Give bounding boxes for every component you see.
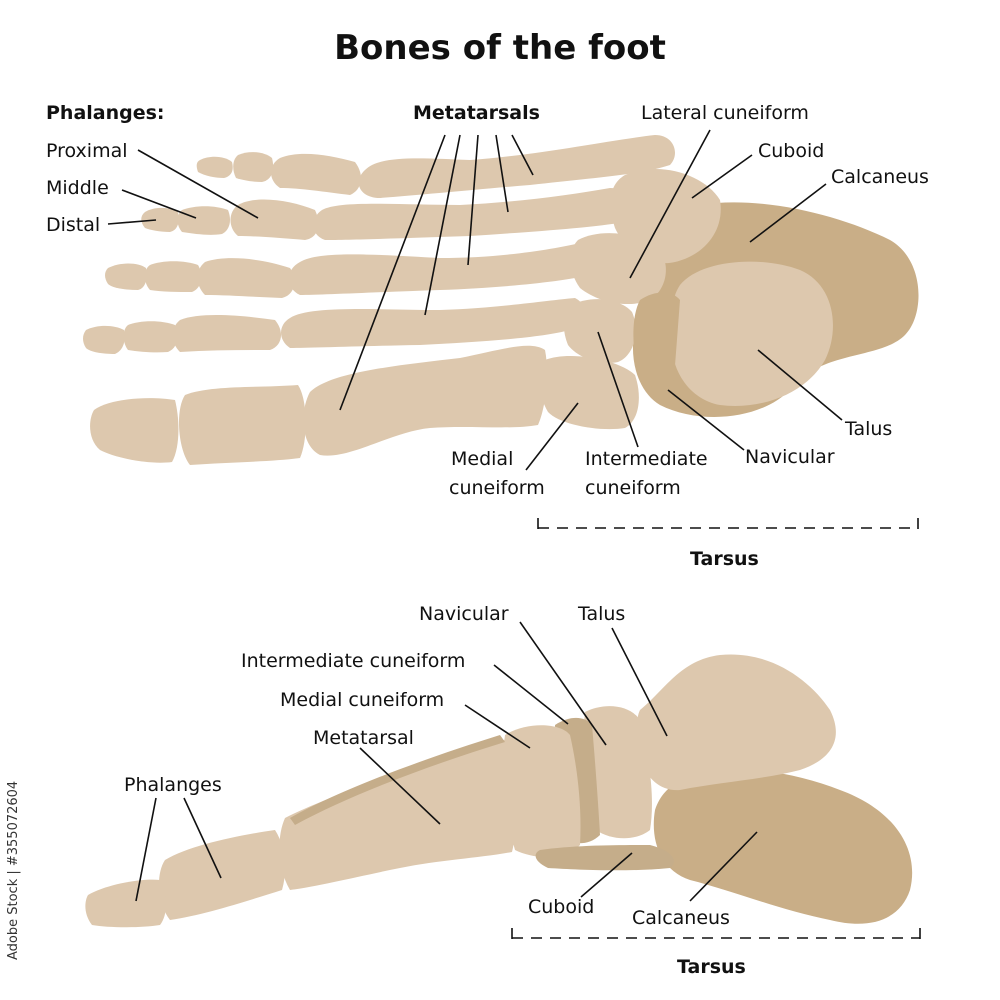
metatarsal-3 — [288, 242, 601, 295]
line-proximal — [137, 149, 259, 219]
metatarsal-side-shadow — [290, 735, 505, 825]
line-medial-top — [525, 402, 579, 471]
label-navicular-side: Navicular — [419, 603, 509, 625]
label-cuboid-side: Cuboid — [528, 896, 595, 918]
line-metatarsal-e — [511, 134, 534, 176]
proximal-phalanx-3 — [197, 258, 295, 298]
line-intermediate-top — [597, 331, 639, 448]
line-calcaneus-top — [749, 183, 827, 243]
distal-phalanx-4 — [141, 207, 179, 232]
stock-id-text: Adobe Stock | #355072604 — [6, 780, 21, 960]
line-metatarsal-d — [495, 134, 509, 213]
label-tarsus-side: Tarsus — [677, 956, 746, 978]
label-middle: Middle — [46, 177, 109, 199]
line-phalanges-a — [135, 797, 157, 902]
top-view-bones — [83, 135, 919, 465]
line-navicular-top — [667, 389, 745, 451]
label-intermediate-cuneiform-side: Intermediate cuneiform — [241, 650, 466, 672]
cuboid-side — [535, 845, 674, 871]
page-title: Bones of the foot — [334, 28, 666, 68]
label-medial-cuneiform-side: Medial cuneiform — [280, 689, 445, 711]
proximal-phalanx-4 — [230, 199, 319, 240]
proximal-phalanx-2 — [172, 315, 282, 352]
label-navicular-top: Navicular — [745, 446, 835, 468]
label-calcaneus-top: Calcaneus — [831, 166, 929, 188]
proximal-phalanx-5 — [271, 153, 362, 195]
middle-phalanx-2 — [123, 321, 178, 353]
label-distal: Distal — [46, 214, 101, 236]
line-medial-side — [464, 704, 531, 749]
line-metatarsal-c — [467, 134, 479, 266]
stock-watermark-id: Adobe Stock | #355072604 — [2, 760, 28, 960]
calcaneus-side — [653, 769, 913, 924]
line-talus-side — [611, 627, 668, 737]
middle-phalanx-4 — [177, 206, 230, 235]
talus-top — [671, 261, 833, 406]
line-calcaneus-side — [689, 831, 758, 902]
line-phalanges-b — [183, 797, 222, 879]
metatarsal-1 — [303, 345, 548, 456]
medial-cuneiform-side — [503, 725, 581, 857]
leader-lines — [107, 129, 921, 939]
label-metatarsals: Metatarsals — [413, 102, 540, 124]
label-tarsus-top: Tarsus — [690, 548, 759, 570]
distal-phalanx-3 — [105, 263, 147, 290]
line-metatarsal-side — [359, 747, 441, 825]
side-view-bones — [85, 654, 913, 928]
line-distal — [107, 219, 157, 225]
label-intermediate-cuneiform-2: cuneiform — [585, 477, 681, 499]
proximal-phalanx-1 — [178, 385, 306, 465]
line-cuboid-top — [691, 154, 753, 199]
line-middle — [121, 189, 197, 219]
distal-phalanx-side — [85, 879, 166, 928]
label-medial-cuneiform-1: Medial — [451, 448, 514, 470]
proximal-phalanx-side — [158, 830, 286, 920]
navicular-top — [633, 292, 680, 405]
label-intermediate-cuneiform-1: Intermediate — [585, 448, 708, 470]
label-talus-side: Talus — [578, 603, 626, 625]
metatarsal-side — [279, 739, 516, 890]
line-cuboid-side — [580, 852, 633, 898]
line-metatarsal-a — [339, 134, 446, 411]
medial-cuneiform-top — [538, 355, 639, 430]
distal-phalanx-5 — [196, 156, 233, 178]
line-navicular-side — [519, 621, 607, 746]
middle-phalanx-5 — [233, 152, 274, 182]
metatarsal-4 — [313, 188, 634, 240]
navicular-side — [583, 706, 652, 839]
line-intermediate-side — [493, 664, 569, 725]
label-proximal: Proximal — [46, 140, 128, 162]
label-calcaneus-side: Calcaneus — [632, 907, 730, 929]
label-phalanges-heading: Phalanges: — [46, 102, 165, 124]
label-medial-cuneiform-2: cuneiform — [449, 477, 545, 499]
line-talus-top — [757, 349, 843, 421]
label-talus-top: Talus — [845, 418, 893, 440]
line-lateral-cuneiform — [629, 129, 711, 279]
label-phalanges-side: Phalanges — [124, 774, 222, 796]
metatarsal-2 — [281, 298, 585, 348]
metatarsal-5 — [358, 135, 675, 198]
distal-phalanx-1 — [90, 398, 179, 463]
line-metatarsal-b — [424, 134, 461, 316]
label-metatarsal-side: Metatarsal — [313, 727, 414, 749]
distal-phalanx-2 — [83, 325, 125, 354]
talus-side — [637, 654, 836, 791]
label-lateral-cuneiform: Lateral cuneiform — [641, 102, 809, 124]
middle-phalanx-3 — [144, 261, 202, 292]
label-cuboid-top: Cuboid — [758, 140, 825, 162]
